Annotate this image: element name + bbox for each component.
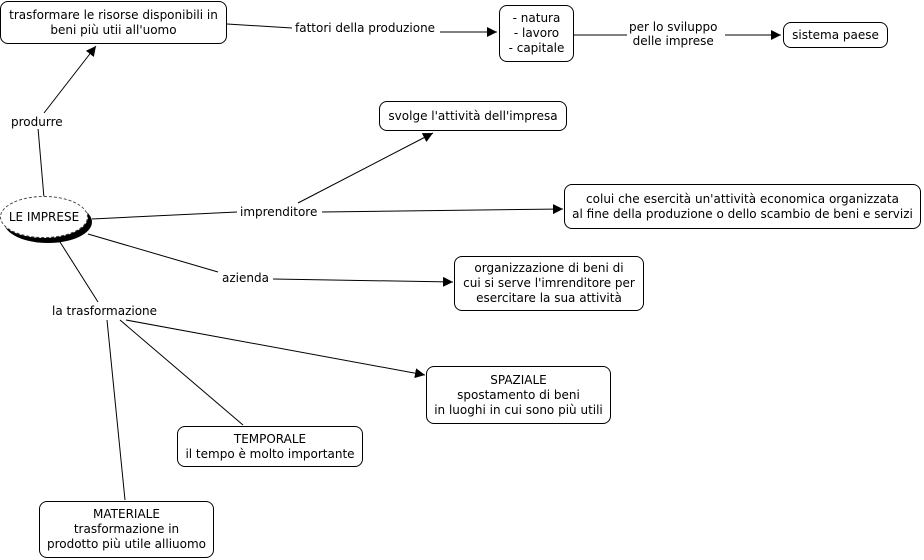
edge-imprenditore-colui — [321, 204, 564, 215]
edge-trasf-temporale — [119, 319, 244, 426]
edge-root-produrre — [37, 127, 45, 199]
root-label: LE IMPRESE — [0, 196, 88, 238]
link-fattori[interactable]: fattori della produzione — [293, 21, 438, 35]
concept-colui[interactable]: colui che esercità un'attività economica… — [564, 184, 921, 229]
edge-risorse-fattori — [226, 23, 293, 29]
edge-trasf-materiale — [106, 319, 126, 501]
link-azienda[interactable]: azienda — [220, 271, 271, 285]
link-trasformazione[interactable]: la trasformazione — [50, 304, 160, 318]
concept-spaziale[interactable]: SPAZIALE spostamento di beni in luoghi i… — [426, 366, 611, 424]
concept-fattori-list[interactable]: - natura - lavoro - capitale — [499, 5, 574, 62]
link-imprenditore[interactable]: imprenditore — [238, 205, 320, 219]
edge-root-azienda — [87, 233, 219, 273]
edge-root-trasformazione — [59, 241, 99, 303]
link-sviluppo[interactable]: per lo sviluppo delle imprese — [627, 20, 720, 48]
edge-azienda-organizzazione — [272, 276, 454, 287]
concept-sistema-paese[interactable]: sistema paese — [783, 22, 888, 48]
edge-root-imprenditore — [91, 211, 238, 220]
concept-svolge[interactable]: svolge l'attività dell'impresa — [379, 101, 567, 131]
concept-risorse[interactable]: trasformare le risorse disponibili in be… — [0, 1, 227, 44]
edge-produrre-risorse — [43, 45, 97, 114]
edge-trasf-spaziale — [125, 319, 426, 379]
concept-materiale[interactable]: MATERIALE trasformazione in prodotto più… — [39, 501, 214, 558]
link-produrre[interactable]: produrre — [9, 115, 65, 129]
concept-temporale[interactable]: TEMPORALE il tempo è molto importante — [177, 426, 363, 467]
root-concept[interactable]: LE IMPRESE — [0, 196, 92, 244]
concept-organizzazione[interactable]: organizzazione di beni di cui si serve l… — [454, 256, 644, 311]
edge-imprenditore-svolge — [297, 132, 434, 204]
